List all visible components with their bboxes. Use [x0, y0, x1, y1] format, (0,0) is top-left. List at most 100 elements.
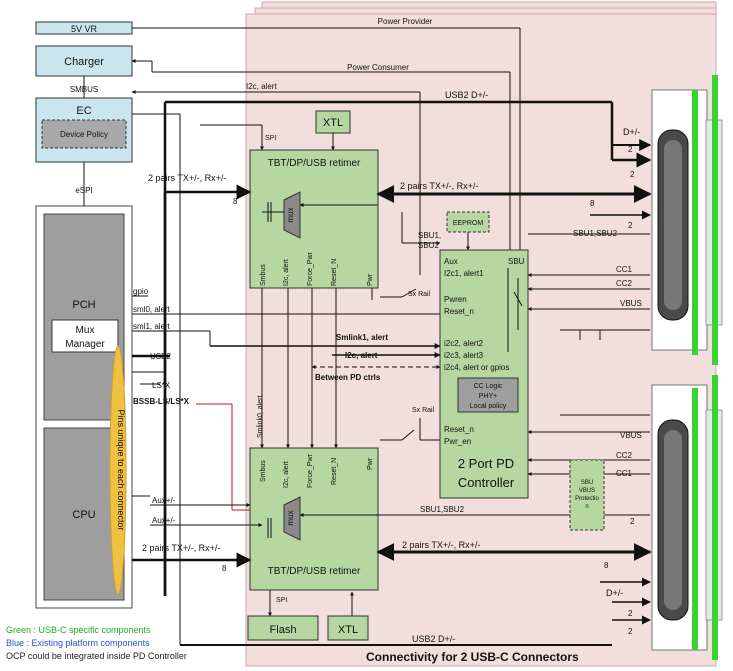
i2c-alert-top-label: I2c, alert: [246, 82, 277, 91]
two-top-2: 2: [630, 170, 635, 179]
cc-logic-box: [457, 377, 519, 413]
dplus-top-label: D+/-: [623, 127, 640, 137]
sx-rail-bottom-label: Sx Rail: [412, 407, 435, 414]
cc-logic-line-3: Local policy: [470, 403, 507, 410]
usb2-top-label: USB2 D+/-: [445, 90, 488, 100]
smlink0-label: Smlink0, alert: [257, 396, 264, 438]
pch-block: [43, 213, 125, 421]
mux-manager-label-1: Mux: [76, 325, 95, 336]
flash-block: [247, 615, 319, 641]
eight-top-left: 8: [233, 197, 238, 206]
pairs-top-right-label: 2 pairs TX+/-, Rx+/-: [400, 181, 478, 191]
svg-text:I2c, alert: I2c, alert: [283, 259, 290, 286]
retimer-top-label: TBT/DP/USB retimer: [268, 158, 361, 169]
sbu1-top-label: SBU1,: [418, 231, 441, 240]
sx-rail-top-label: Sx Rail: [408, 291, 431, 298]
usb-c-connector-1: [651, 75, 723, 365]
xtl-bottom-block: [327, 615, 369, 641]
cc2-top-label: CC2: [616, 279, 633, 288]
legend-blue: Blue : Existing platform components: [6, 638, 150, 648]
svg-text:i2c3, alert3: i2c3, alert3: [444, 351, 484, 360]
svg-text:Force_Pwr: Force_Pwr: [307, 453, 314, 488]
sbu12-bottom-label: SBU1,SBU2: [420, 505, 465, 514]
cc1-bottom-label: CC1: [616, 469, 633, 478]
i2c-alert-mid-label: I2c, alert: [345, 351, 378, 360]
pd-controller-block: [439, 249, 529, 499]
mux-bottom-label: mux: [286, 510, 295, 525]
svg-text:Reset_N: Reset_N: [331, 259, 338, 286]
pairs-top-left-label: 2 pairs TX+/-, Rx+/-: [148, 173, 226, 183]
smlink1-label: Smlink1, alert: [336, 333, 388, 342]
gpio-label: gpio: [133, 287, 149, 296]
lsx-label: LS*X: [152, 381, 171, 390]
sbu2-top-label: SBU2: [418, 241, 439, 250]
device-policy-box: [41, 119, 127, 149]
two-top-1: 2: [628, 145, 633, 154]
retimer-bottom-label: TBT/DP/USB retimer: [268, 566, 361, 577]
eeprom-label: EEPROM: [453, 220, 484, 227]
mux-bottom-shape: [283, 496, 301, 541]
sml1-label: sml1, alert: [133, 322, 171, 331]
sbu-protection-line-2: VBUS: [579, 488, 595, 494]
xtl-top-label: XTL: [323, 117, 343, 129]
mux-top-label: mux: [286, 207, 295, 222]
eight-bottom-right: 8: [604, 561, 609, 570]
charger-label: Charger: [64, 56, 104, 68]
vbus-bottom-label: VBUS: [620, 431, 642, 440]
sbu-protection-line-1: SBU: [581, 480, 593, 486]
mux-manager-label-2: Manager: [65, 339, 105, 350]
retimer-top-pins: Smbus I2c, alert Force_Pwr Reset_N Pwr: [260, 251, 374, 286]
svg-text:I2c, alert: I2c, alert: [283, 461, 290, 488]
svg-text:Aux: Aux: [444, 257, 458, 266]
legend-ocp: OCP could be integrated inside PD Contro…: [6, 651, 187, 661]
svg-text:Reset_n: Reset_n: [444, 307, 474, 316]
svg-text:i2c4, alert or gpios: i2c4, alert or gpios: [444, 363, 509, 372]
dplus-bottom-label: D+/-: [606, 588, 623, 598]
device-policy-label: Device Policy: [60, 130, 108, 139]
svg-text:Reset_N: Reset_N: [331, 458, 338, 485]
legend-green: Green : USB-C specific components: [6, 625, 151, 635]
svg-text:SBU: SBU: [508, 257, 525, 266]
mux-manager-box: [51, 319, 119, 353]
ec-label: EC: [76, 105, 91, 117]
pairs-bottom-left-label: 2 pairs TX+/-, Rx+/-: [142, 543, 220, 553]
cpu-label: CPU: [72, 509, 95, 521]
power-consumer-label: Power Consumer: [347, 63, 409, 72]
eight-bottom-left: 8: [222, 564, 227, 573]
pd-pins: Aux I2c1, alert1 Pwren Reset_n i2c2, ale…: [444, 257, 525, 446]
cc2-bottom-label: CC2: [616, 451, 633, 460]
eight-top-right: 8: [590, 199, 595, 208]
svg-text:Pwr: Pwr: [367, 457, 374, 470]
svg-text:Reset_n: Reset_n: [444, 425, 474, 434]
spi-bottom-label: SPI: [276, 597, 287, 604]
two-bottom-1: 2: [630, 517, 635, 526]
vr-label: 5V VR: [71, 24, 98, 34]
mux-top-shape: [283, 191, 301, 239]
aux-label-2: Aux+/-: [152, 516, 176, 525]
pins-note-oval: [109, 345, 127, 595]
pd-controller-label-2: Controller: [458, 475, 515, 490]
spi-top-label: SPI: [265, 135, 276, 142]
pairs-bottom-right-label: 2 pairs TX+/-, Rx+/-: [402, 540, 480, 550]
two-mid-top: 2: [628, 221, 633, 230]
charger-block: [35, 45, 133, 77]
svg-text:Force_Pwr: Force_Pwr: [307, 251, 314, 286]
svg-text:Pwren: Pwren: [444, 295, 467, 304]
xtl-bottom-label: XTL: [338, 624, 358, 636]
aux-label-1: Aux+/-: [152, 496, 176, 505]
usb-c-connector-2: [651, 375, 723, 660]
usb2-left-label: USB2: [150, 352, 171, 361]
flash-label: Flash: [270, 624, 297, 636]
svg-text:i2c2, alert2: i2c2, alert2: [444, 339, 484, 348]
svg-text:Smbus: Smbus: [260, 264, 267, 286]
bssb-label: BSSB-LS/LS*X: [133, 397, 190, 406]
retimer-bottom-pins: Smbus I2c, alert Force_Pwr Reset_N Pwr: [260, 453, 374, 488]
cc-logic-line-1: CC Logic: [474, 383, 503, 390]
between-pd-label: Between PD ctrls: [315, 373, 381, 382]
svg-text:Pwr: Pwr: [367, 273, 374, 286]
svg-text:Smbus: Smbus: [260, 460, 267, 482]
caption: Connectivity for 2 USB-C Connectors: [366, 650, 579, 664]
pins-note-label: Pins unique to each connector: [116, 409, 126, 530]
svg-text:Pwr_en: Pwr_en: [444, 437, 471, 446]
